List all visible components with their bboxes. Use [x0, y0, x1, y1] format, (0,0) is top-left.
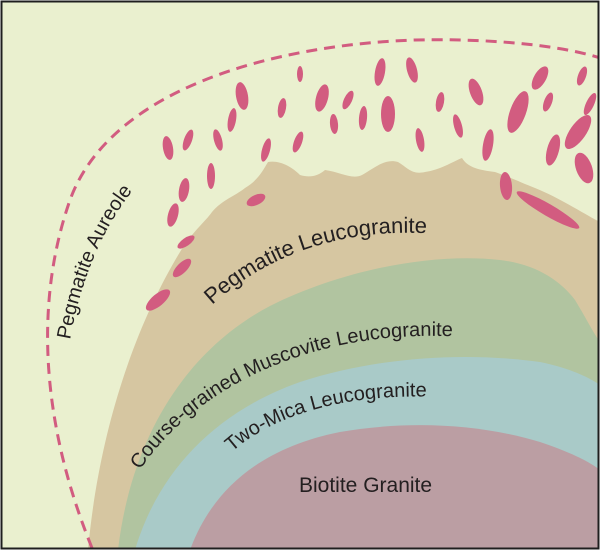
pegmatite-pod — [297, 66, 303, 82]
pegmatite-pod — [381, 96, 395, 132]
pegmatite-pod — [207, 163, 215, 189]
label-biotite-granite: Biotite Granite — [299, 474, 432, 497]
